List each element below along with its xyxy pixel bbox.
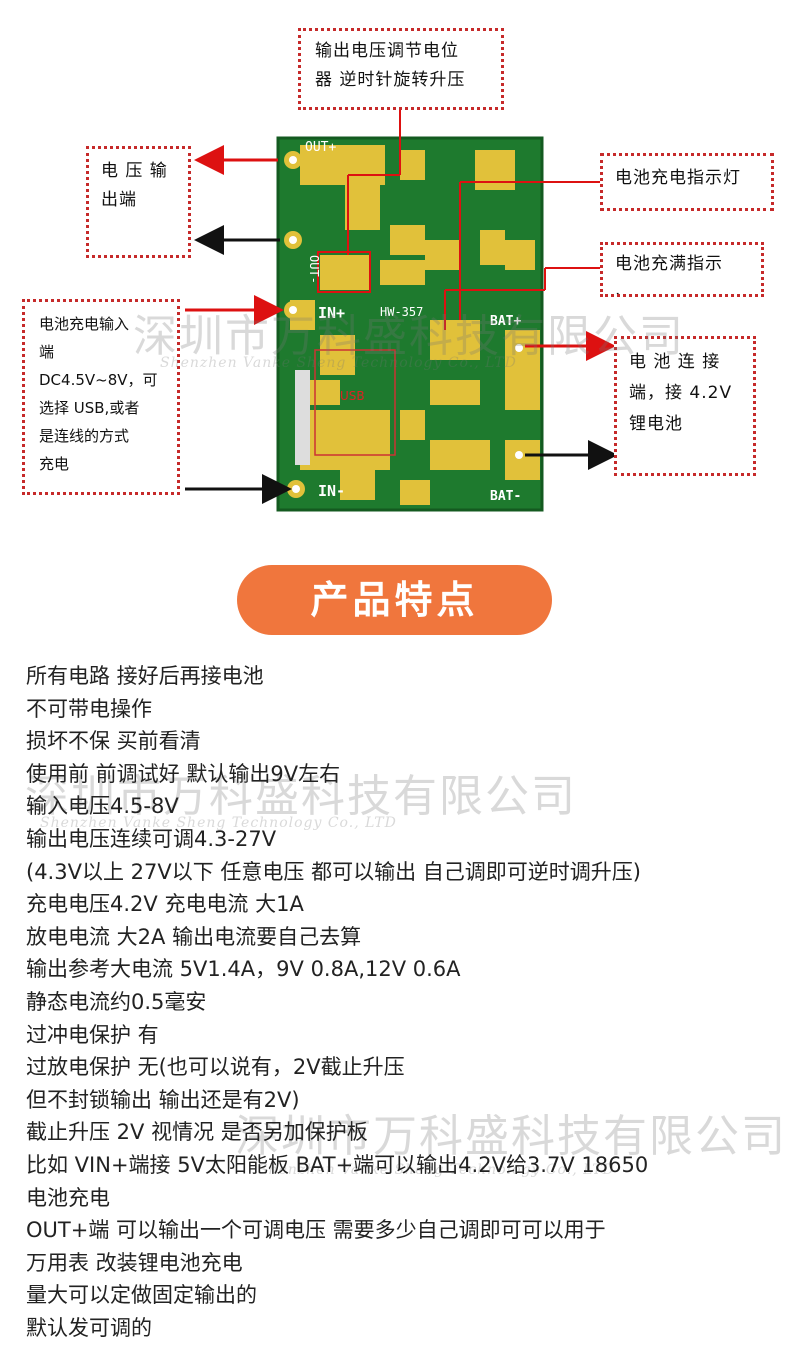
feature-line: 静态电流约0.5毫安 [26, 989, 207, 1014]
feature-line: 截止升压 2V 视情况 是否另加保护板 [26, 1120, 368, 1145]
in-plus-label: IN+ [318, 304, 345, 322]
callout-full-led-line-2: . [615, 280, 622, 297]
callout-vin-line-6: 充电 [39, 455, 70, 473]
out-minus-label: OUT- [307, 255, 321, 284]
feature-line: 比如 VIN+端接 5V太阳能板 BAT+端可以输出4.2V给3.7V 1865… [26, 1152, 649, 1177]
callout-voltage-output: 电 压 输 出端 [86, 146, 191, 258]
callout-vin-line-3: DC4.5V~8V，可 [39, 371, 158, 389]
feature-line: 使用前 前调试好 默认输出9V左右 [26, 761, 341, 786]
feature-line: 过放电保护 无(也可以说有，2V截止升压 [26, 1055, 405, 1080]
features-banner: 产品特点 [237, 565, 552, 635]
feature-line: 充电电压4.2V 充电电流 大1A [26, 892, 304, 917]
board-diagram: OUT+ OUT- IN+ IN- HW-357 BAT+ BAT- USB [185, 108, 618, 512]
feature-line: OUT+端 可以输出一个可调电压 需要多少自己调即可可以用于 [26, 1218, 606, 1243]
feature-line: 损坏不保 买前看清 [26, 729, 201, 754]
leader-lines [185, 108, 618, 504]
in-minus-label: IN- [318, 482, 345, 500]
feature-line: 不可带电操作 [26, 696, 152, 721]
feature-line: 默认发可调的 [26, 1315, 152, 1340]
feature-line: (4.3V以上 27V以下 任意电压 都可以输出 自己调即可逆时调升压) [26, 859, 641, 884]
features-list: 所有电路 接好后再接电池 不可带电操作 损坏不保 买前看清 使用前 前调试好 默… [26, 660, 786, 1344]
feature-line: 过冲电保护 有 [26, 1022, 159, 1047]
callout-vout-line-1: 电 压 输 [101, 161, 168, 181]
feature-line: 但不封锁输出 输出还是有2V) [26, 1087, 300, 1112]
callout-vin-line-1: 电池充电输入 [39, 315, 130, 333]
callout-battery-line-1: 电 池 连 接 [629, 352, 721, 372]
feature-line: 输出参考大电流 5V1.4A，9V 0.8A,12V 0.6A [26, 957, 461, 982]
callout-vout-line-2: 出端 [101, 190, 137, 210]
callout-battery-terminal: 电 池 连 接 端，接 4.2V 锂电池 [614, 336, 756, 476]
pcb-board: OUT+ OUT- IN+ IN- HW-357 BAT+ BAT- USB [276, 136, 544, 512]
callout-vin-line-4: 选择 USB,或者 [39, 399, 140, 417]
callout-pot-line-2: 器 逆时针旋转升压 [315, 70, 466, 90]
callout-pot-line-1: 输出电压调节电位 [315, 41, 459, 61]
callout-charge-indicator: 电池充电指示灯 [600, 153, 774, 211]
callout-charge-led-line-1: 电池充电指示灯 [615, 168, 741, 188]
feature-line: 量大可以定做固定输出的 [26, 1283, 257, 1308]
callout-charging-input: 电池充电输入 端 DC4.5V~8V，可 选择 USB,或者 是连线的方式 充电 [22, 299, 180, 495]
feature-line: 输出电压连续可调4.3-27V [26, 826, 277, 851]
bat-minus-label: BAT- [490, 489, 521, 504]
feature-line: 输入电压4.5-8V [26, 794, 179, 819]
callout-vin-line-5: 是连线的方式 [39, 427, 130, 445]
callout-full-led-line-1: 电池充满指示 [615, 254, 723, 274]
callout-full-indicator: 电池充满指示 . [600, 242, 764, 297]
feature-line: 万用表 改装锂电池充电 [26, 1250, 243, 1275]
feature-line: 放电电流 大2A 输出电流要自己去算 [26, 924, 362, 949]
bat-plus-label: BAT+ [490, 314, 521, 329]
model-label: HW-357 [380, 305, 423, 319]
feature-line: 电池充电 [26, 1185, 110, 1210]
callout-potentiometer: 输出电压调节电位 器 逆时针旋转升压 [298, 28, 504, 110]
out-plus-label: OUT+ [305, 140, 336, 155]
callout-battery-line-3: 锂电池 [629, 414, 683, 434]
feature-line: 所有电路 接好后再接电池 [26, 664, 264, 688]
usb-label: USB [340, 389, 365, 403]
callout-battery-line-2: 端，接 4.2V [629, 383, 733, 403]
callout-vin-line-2: 端 [39, 343, 55, 361]
